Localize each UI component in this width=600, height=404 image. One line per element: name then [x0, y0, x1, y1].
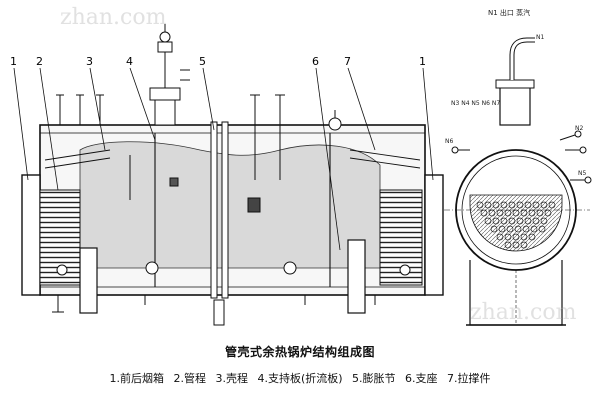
nozzle-label: N2	[575, 125, 584, 132]
legend-item: 1.前后烟箱	[109, 372, 164, 385]
watermark: zhan.com	[470, 300, 577, 325]
callout-label: 5	[199, 55, 206, 68]
front-smoke-box	[21, 174, 41, 296]
expansion-joint	[210, 121, 229, 326]
nozzle-label: N6	[445, 138, 454, 145]
callout-label: 1	[10, 55, 17, 68]
end-view	[444, 37, 592, 326]
callout-label: 3	[86, 55, 93, 68]
legend-item: 5.膨胀节	[352, 372, 396, 385]
legend-item: 6.支座	[405, 372, 438, 385]
diagram-title: 管壳式余热锅炉结构组成图	[224, 345, 375, 359]
legend: 1.前后烟箱 2.管程 3.壳程 4.支持板(折流板) 5.膨胀节 6.支座 7…	[0, 370, 600, 386]
end-view-side-label: N3 N4 N5 N6 N7	[451, 100, 501, 107]
end-view-top-label: N1 出口 蒸汽	[488, 9, 531, 17]
end-view-tubes	[476, 201, 556, 249]
callout-label: 2	[36, 55, 43, 68]
nozzle-label: N1	[536, 34, 545, 41]
rear-smoke-box	[424, 174, 444, 296]
legend-item: 3.壳程	[215, 372, 248, 385]
callout-label: 7	[344, 55, 351, 68]
shell-side-region	[79, 141, 381, 269]
callout-leaders	[13, 67, 434, 251]
saddle-support-right	[347, 239, 366, 314]
end-view-tube-bundle	[469, 194, 563, 252]
legend-item: 2.管程	[173, 372, 206, 385]
callout-label: 6	[312, 55, 319, 68]
end-view-steam-dome	[499, 84, 531, 126]
callout-label: 1	[419, 55, 426, 68]
nozzle-label: N5	[578, 170, 587, 177]
callout-label: 4	[126, 55, 133, 68]
side-view	[21, 24, 444, 326]
steam-outlet-nozzle	[149, 24, 190, 126]
legend-item: 7.拉撑件	[447, 372, 491, 385]
legend-item: 4.支持板(折流板)	[257, 372, 343, 385]
watermark: zhan.com	[60, 5, 167, 30]
saddle-support-left	[79, 247, 98, 314]
